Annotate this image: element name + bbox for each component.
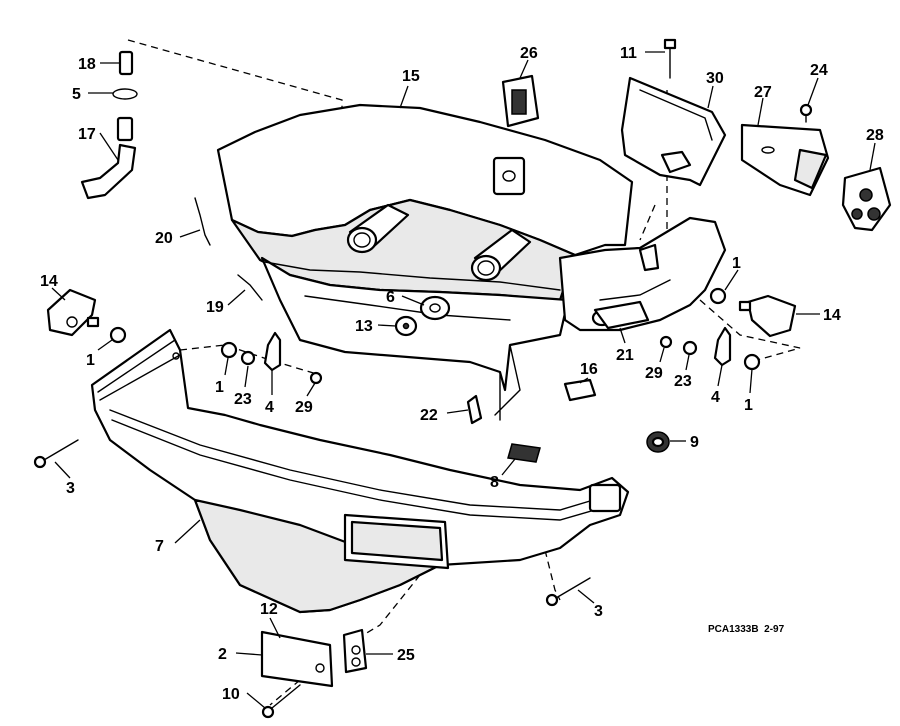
washer-part-13 — [394, 315, 418, 337]
latch-part-4-right — [713, 326, 732, 367]
washer-part-23-right — [682, 340, 698, 356]
callout-12: 12 — [260, 601, 278, 618]
callout-29-left: 29 — [295, 399, 313, 416]
bushings-part-1 — [109, 287, 761, 371]
callout-8: 8 — [490, 474, 499, 491]
callout-23-left: 23 — [234, 391, 252, 408]
callout-28: 28 — [866, 127, 884, 144]
screw-part-10 — [261, 684, 301, 719]
callout-18: 18 — [78, 56, 96, 73]
callout-26: 26 — [520, 45, 538, 62]
callout-24: 24 — [810, 62, 828, 79]
hose-part-17 — [80, 116, 137, 200]
latch-part-4-left — [263, 331, 282, 372]
cover-plate-part-12 — [260, 630, 334, 688]
callout-23-right: 23 — [674, 373, 692, 390]
callout-4-left: 4 — [265, 399, 274, 416]
block-part-8 — [507, 443, 541, 463]
bracket-part-21 — [593, 300, 650, 330]
callout-10: 10 — [222, 686, 240, 703]
leader-lines — [51, 51, 876, 709]
callout-16: 16 — [580, 361, 598, 378]
bolt-part-11 — [663, 38, 677, 79]
callout-7: 7 — [155, 538, 164, 555]
callout-30: 30 — [706, 70, 724, 87]
callout-2: 2 — [218, 646, 227, 663]
callout-1-right-upper: 1 — [732, 255, 741, 272]
plug-part-18 — [118, 50, 134, 76]
callout-29-right: 29 — [645, 365, 663, 382]
screw-part-29-left — [309, 371, 323, 385]
bracket-part-25 — [342, 628, 368, 674]
callout-14-right: 14 — [823, 307, 841, 324]
callout-5: 5 — [72, 86, 81, 103]
callout-3-right: 3 — [594, 603, 603, 620]
bracket-part-30 — [620, 76, 727, 187]
callout-27: 27 — [754, 84, 772, 101]
handle-part-14-left — [46, 288, 100, 337]
callout-labels: 18 5 17 15 26 11 30 24 27 28 20 14 19 1 … — [40, 45, 884, 703]
callout-1-right-lower: 1 — [744, 397, 753, 414]
washer-part-23-left — [240, 350, 256, 366]
callout-9: 9 — [690, 434, 699, 451]
callout-17: 17 — [78, 126, 96, 143]
wire-part-20 — [194, 197, 211, 246]
callout-21: 21 — [616, 347, 634, 364]
callout-3-left: 3 — [66, 480, 75, 497]
clamp-part-5 — [112, 88, 138, 100]
screw-part-29-right — [659, 335, 673, 349]
callout-25: 25 — [397, 647, 415, 664]
wire-part-19 — [237, 274, 263, 301]
clip-part-22 — [466, 394, 483, 425]
callout-4-right: 4 — [711, 389, 720, 406]
callout-14-left: 14 — [40, 273, 58, 290]
grommet-part-6 — [419, 295, 451, 321]
callout-1-left-inner: 1 — [215, 379, 224, 396]
bolt-part-3-right — [545, 577, 591, 607]
drawing-code: PCA1333B 2-97 — [708, 624, 785, 635]
callout-20: 20 — [155, 230, 173, 247]
callout-6: 6 — [386, 289, 395, 306]
handle-part-14-right — [738, 294, 797, 338]
small-parts — [33, 38, 892, 719]
plate-part-28 — [841, 166, 892, 232]
screw-part-24 — [799, 103, 813, 123]
callout-1-left-outer: 1 — [86, 352, 95, 369]
callout-22: 22 — [420, 407, 438, 424]
grommet-part-26 — [501, 74, 540, 128]
callout-13: 13 — [355, 318, 373, 335]
callout-11: 11 — [620, 45, 637, 62]
grommet-part-9 — [646, 431, 670, 453]
cover-part-27 — [740, 123, 830, 197]
callout-15: 15 — [402, 68, 420, 85]
bolt-part-3-left — [33, 439, 79, 469]
lower-cowl-part-7 — [90, 328, 630, 614]
callout-19: 19 — [206, 299, 224, 316]
